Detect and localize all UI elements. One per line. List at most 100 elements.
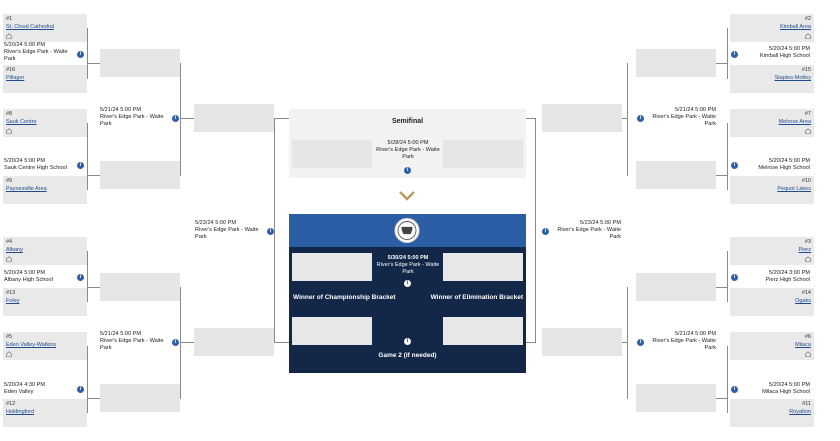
game-datetime: 5/21/24 5:00 PM (674, 107, 716, 113)
game-info: 5/20/24 3:00 PM Pierz High School (740, 270, 810, 284)
final-header (289, 214, 526, 247)
info-icon[interactable]: i (731, 51, 738, 58)
team-link[interactable]: Ogaks (795, 298, 811, 304)
team-link[interactable]: Paynesville Area (6, 186, 47, 192)
game-info: 5/20/24 5:00 PM River's Edge Park - Wait… (4, 42, 74, 63)
team-card[interactable]: #6 Milaca (730, 332, 814, 360)
mshsl-logo (394, 217, 420, 244)
team-card[interactable]: #14 Ogaks (730, 288, 814, 316)
team-slot (100, 273, 180, 301)
semifinal-panel: Semifinal 5/28/24 5:00 PM River's Edge P… (289, 109, 526, 178)
game-location: Albany High School (4, 277, 53, 283)
seed: #15 (801, 67, 811, 73)
championship-winner-label: Winner of Championship Bracket (293, 294, 396, 301)
elimination-winner-label: Winner of Elimination Bracket (430, 294, 523, 301)
team-card[interactable]: #1 St. Cloud Cathedral (3, 14, 87, 42)
game-datetime: 5/28/24 5:00 PM (387, 140, 429, 146)
team-card[interactable]: #8 Sauk Centre (3, 109, 87, 137)
game-location: Eden Valley (4, 389, 34, 395)
game-info: 5/20/24 5:00 PM Sauk Centre High School (4, 158, 74, 172)
info-icon[interactable]: i (172, 115, 179, 122)
info-icon[interactable]: i (542, 228, 549, 235)
info-icon[interactable]: i (77, 274, 84, 281)
game-location: Sauk Centre High School (4, 165, 67, 171)
game-info: 5/21/24 5:00 PM River's Edge Park - Wait… (648, 107, 716, 128)
seed: #9 (6, 178, 13, 184)
game-datetime: 5/23/24 5:00 PM (579, 220, 621, 226)
home-icon (6, 128, 12, 134)
seed: #12 (6, 401, 16, 407)
team-link[interactable]: Sauk Centre (6, 119, 37, 125)
team-link[interactable]: Royalton (789, 409, 811, 415)
team-link[interactable]: Pillager (6, 75, 25, 81)
info-icon[interactable]: i (77, 162, 84, 169)
team-slot (100, 49, 180, 77)
team-link[interactable]: Milaca (795, 342, 811, 348)
game-info: 5/20/24 5:00 PM Milaca High School (740, 382, 810, 396)
chevron-down-icon[interactable] (399, 191, 415, 201)
game-datetime: 5/20/24 3:00 PM (768, 270, 810, 276)
home-icon (805, 33, 811, 39)
game-location: River's Edge Park - Waite Park (652, 114, 716, 127)
team-slot (443, 253, 523, 281)
team-link[interactable]: St. Cloud Cathedral (6, 24, 54, 30)
team-slot (636, 49, 716, 77)
game-info: 5/28/24 5:00 PM River's Edge Park - Wait… (373, 140, 443, 161)
team-card[interactable]: #10 Pequot Lakes (730, 176, 814, 204)
info-icon[interactable]: i (731, 386, 738, 393)
team-slot (636, 384, 716, 412)
info-icon[interactable]: i (637, 339, 644, 346)
team-card[interactable]: #3 Pierz (730, 237, 814, 265)
team-card[interactable]: #7 Melrose Area (730, 109, 814, 137)
game-datetime: 5/20/24 4:30 PM (4, 382, 46, 388)
game-datetime: 5/23/24 5:00 PM (195, 220, 237, 226)
game2-label: Game 2 (if needed) (378, 352, 437, 359)
team-link[interactable]: Melrose Area (778, 119, 811, 125)
team-card[interactable]: #15 Staples-Motley (730, 65, 814, 93)
team-card[interactable]: #12 Holdingford (3, 399, 87, 427)
team-link[interactable]: Foley (6, 298, 20, 304)
home-icon (805, 256, 811, 262)
game-info: 5/21/24 5:00 PM River's Edge Park - Wait… (100, 107, 168, 128)
team-link[interactable]: Holdingford (6, 409, 35, 415)
home-icon (805, 128, 811, 134)
info-icon[interactable]: i (77, 51, 84, 58)
semifinal-title: Semifinal (391, 118, 424, 125)
team-link[interactable]: Eden Valley-Watkins (6, 342, 57, 348)
game-info: 5/20/24 5:00 PM Melrose High School (740, 158, 810, 172)
game-location: Pierz High School (765, 277, 810, 283)
team-link[interactable]: Pequot Lakes (777, 186, 811, 192)
team-link[interactable]: Albany (6, 247, 23, 253)
team-slot (542, 104, 622, 132)
team-card[interactable]: #4 Albany (3, 237, 87, 265)
info-icon[interactable]: i (637, 115, 644, 122)
info-icon[interactable]: i (267, 228, 274, 235)
team-link[interactable]: Staples-Motley (774, 75, 811, 81)
game-datetime: 5/20/24 5:00 PM (768, 382, 810, 388)
info-icon[interactable]: i (172, 339, 179, 346)
team-card[interactable]: #16 Pillager (3, 65, 87, 93)
team-slot (194, 328, 274, 356)
game-datetime: 5/21/24 5:00 PM (674, 331, 716, 337)
team-card[interactable]: #11 Royalton (730, 399, 814, 427)
team-link[interactable]: Kimball Area (780, 24, 811, 30)
seed: #6 (804, 334, 811, 340)
info-icon[interactable]: i (404, 338, 411, 345)
info-icon[interactable]: i (731, 274, 738, 281)
team-card[interactable]: #9 Paynesville Area (3, 176, 87, 204)
info-icon[interactable]: i (404, 167, 411, 174)
info-icon[interactable]: i (77, 386, 84, 393)
game-location: River's Edge Park - Waite Park (376, 262, 440, 275)
team-slot (292, 317, 372, 345)
info-icon[interactable]: i (731, 162, 738, 169)
game-location: River's Edge Park - Waite Park (376, 147, 440, 160)
team-card[interactable]: #2 Kimball Area (730, 14, 814, 42)
team-card[interactable]: #13 Foley (3, 288, 87, 316)
info-icon[interactable]: i (404, 280, 411, 287)
seed: #13 (6, 290, 16, 296)
game-location: River's Edge Park - Waite Park (4, 49, 68, 62)
team-card[interactable]: #5 Eden Valley-Watkins (3, 332, 87, 360)
team-link[interactable]: Pierz (798, 247, 811, 253)
team-slot (542, 328, 622, 356)
game-location: Kimball High School (759, 53, 810, 59)
